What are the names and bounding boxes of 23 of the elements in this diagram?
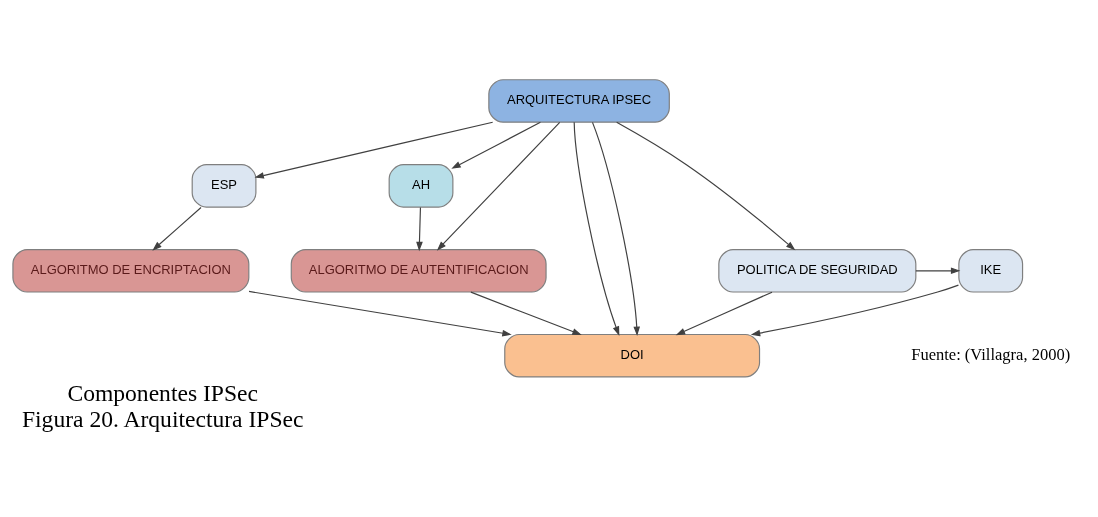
node-box: POLITICA DE SEGURIDAD (718, 248, 917, 293)
arrow (254, 121, 494, 179)
arrow (573, 121, 620, 336)
arrow (451, 121, 541, 169)
arrow (248, 290, 512, 336)
arrow (591, 121, 641, 336)
node-box: AH (388, 163, 454, 208)
arrow (436, 121, 561, 251)
arrow (616, 121, 796, 250)
node-box: ALGORITMO DE ENCRIPTACION (12, 248, 250, 293)
node-box: ARQUITECTURA IPSEC (488, 78, 670, 123)
diagram-title: Componentes IPSec (67, 379, 259, 406)
node-box: IKE (958, 248, 1024, 293)
arrow (152, 206, 202, 251)
label: Fuente: (Villagra, 2000) (911, 344, 1071, 364)
arrow (675, 291, 773, 335)
node-box: ESP (191, 163, 257, 208)
arrow (915, 267, 961, 274)
arrow (750, 284, 960, 336)
node-box: ALGORITMO DE AUTENTIFICACION (290, 248, 547, 293)
node-box: DOI (504, 333, 761, 378)
arrow (416, 206, 423, 251)
arrow (470, 291, 582, 335)
